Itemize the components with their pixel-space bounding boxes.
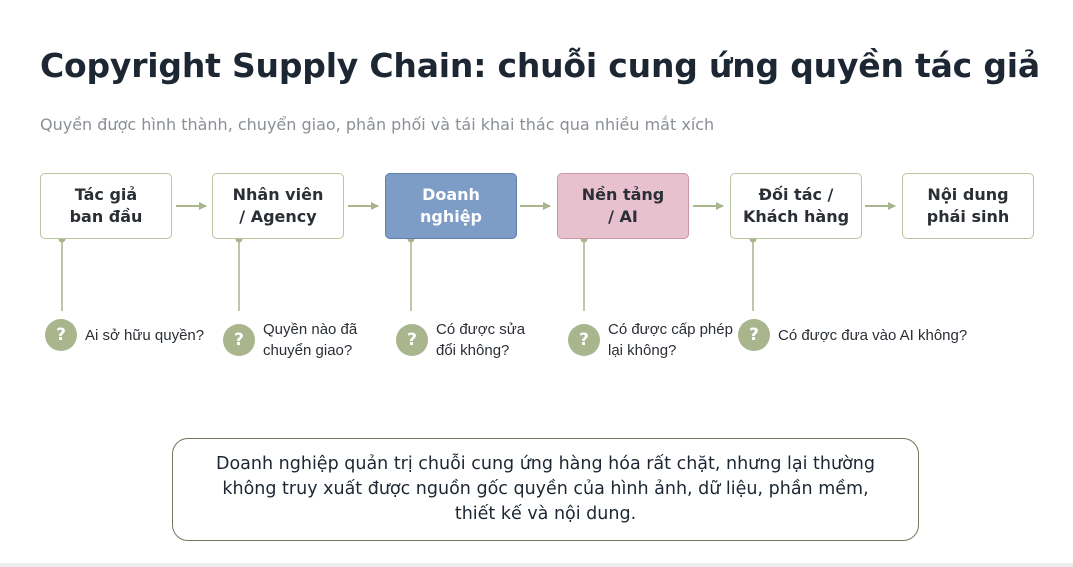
question-text: Có được sửa đổi không? xyxy=(436,321,526,359)
question-mark-icon: ? xyxy=(738,319,770,351)
question-text: Có được đưa vào AI không? xyxy=(778,326,968,344)
question-mark-icon: ? xyxy=(223,324,255,356)
chain-node-platform-ai: Nền tảng / AI xyxy=(557,173,689,239)
question-modification: ? Có được sửa đổi không? xyxy=(396,319,525,361)
page-subtitle: Quyền được hình thành, chuyển giao, phân… xyxy=(40,115,715,134)
chain-node-label: Đối tác / Khách hàng xyxy=(742,185,850,226)
chain-node-partner-customer: Đối tác / Khách hàng xyxy=(730,173,862,239)
question-text: Có được cấp phép lại không? xyxy=(608,321,733,359)
chain-node-label: Nội dung phái sinh xyxy=(926,185,1010,226)
question-transferred-rights: ? Quyền nào đã chuyển giao? xyxy=(223,319,357,361)
question-mark-icon: ? xyxy=(45,319,77,351)
summary-text: Doanh nghiệp quản trị chuỗi cung ứng hàn… xyxy=(216,454,875,524)
chain-node-label: Nền tảng / AI xyxy=(581,185,665,226)
question-mark-icon: ? xyxy=(396,324,428,356)
summary-callout: Doanh nghiệp quản trị chuỗi cung ứng hàn… xyxy=(172,438,919,541)
chain-node-label: Nhân viên / Agency xyxy=(232,185,324,226)
chain-node-enterprise: Doanh nghiệp xyxy=(385,173,517,239)
question-ownership: ? Ai sở hữu quyền? xyxy=(45,319,204,351)
question-sublicensing: ? Có được cấp phép lại không? xyxy=(568,319,733,361)
question-mark-icon: ? xyxy=(568,324,600,356)
question-ai-use: ? Có được đưa vào AI không? xyxy=(738,319,967,351)
chain-node-employee-agency: Nhân viên / Agency xyxy=(212,173,344,239)
chain-node-label: Tác giả ban đầu xyxy=(69,185,143,226)
chain-node-original-author: Tác giả ban đầu xyxy=(40,173,172,239)
question-text: Quyền nào đã chuyển giao? xyxy=(263,321,358,359)
chain-node-derivative-content: Nội dung phái sinh xyxy=(902,173,1034,239)
chain-node-label: Doanh nghiệp xyxy=(419,185,483,226)
question-text: Ai sở hữu quyền? xyxy=(85,326,205,344)
bottom-divider xyxy=(0,563,1073,567)
page-title: Copyright Supply Chain: chuỗi cung ứng q… xyxy=(40,46,1040,85)
